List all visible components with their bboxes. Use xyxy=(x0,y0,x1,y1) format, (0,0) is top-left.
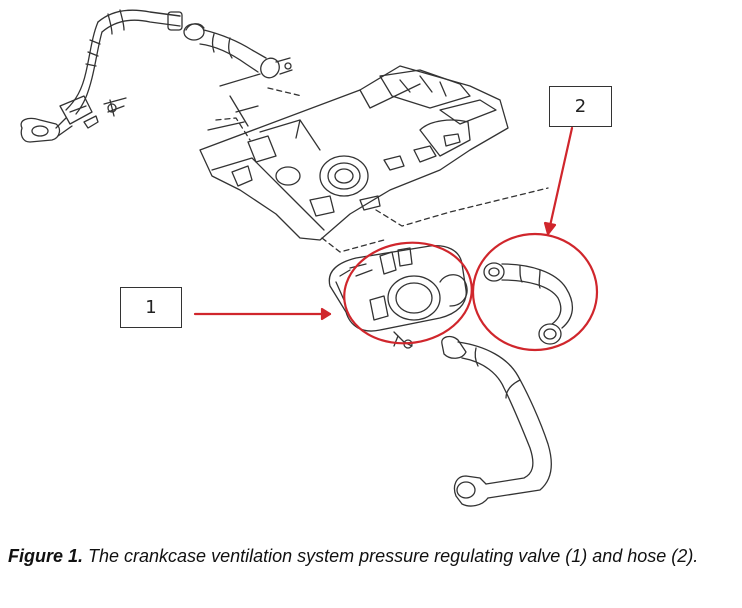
intake-hose xyxy=(183,23,293,79)
callout-circle-1 xyxy=(343,241,473,345)
arrow-1-head xyxy=(320,307,332,321)
caption-prefix: Figure 1. xyxy=(8,546,84,566)
callout-circle-2 xyxy=(471,232,599,352)
arrow-2-line xyxy=(548,126,574,228)
arrow-2-head xyxy=(543,221,557,236)
pressure-regulating-valve xyxy=(328,244,468,349)
ventilation-hose xyxy=(483,262,573,345)
caption-text: The crankcase ventilation system pressur… xyxy=(83,546,699,566)
breather-pipe xyxy=(20,9,183,143)
cylinder-head-cover xyxy=(199,65,509,241)
callout-label-1: 1 xyxy=(120,287,182,328)
assembly-guide-lines xyxy=(215,87,549,253)
lower-hose xyxy=(441,335,552,507)
callout-graphics xyxy=(193,126,599,352)
figure-caption: Figure 1. The crankcase ventilation syst… xyxy=(8,543,738,569)
callout-label-2: 2 xyxy=(549,86,612,127)
engine-parts-diagram xyxy=(20,9,599,507)
